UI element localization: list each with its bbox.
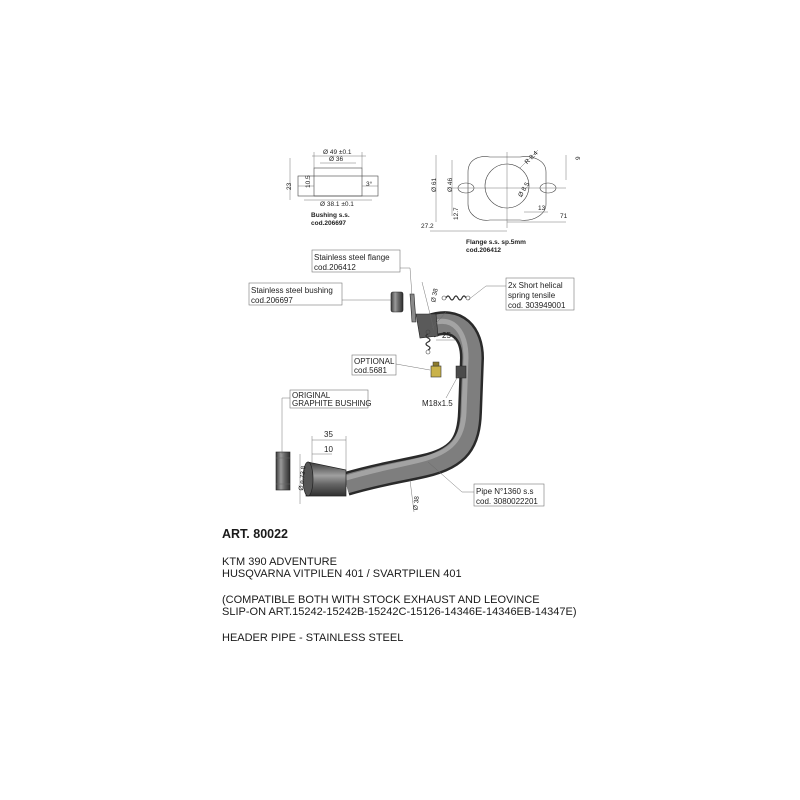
pipe-dim-10: 10: [324, 445, 333, 454]
pipe-dim-738: Ø e.73.8: [298, 465, 308, 491]
callout-graphite-line1: ORIGINAL: [292, 391, 331, 400]
model-line: HUSQVARNA VITPILEN 401 / SVARTPILEN 401: [222, 568, 462, 580]
model-line: KTM 390 ADVENTURE: [222, 555, 337, 568]
callout-bushing-title: Stainless steel bushing: [251, 286, 333, 295]
bushing-detail-code: cod.206697: [311, 220, 346, 227]
description: HEADER PIPE - STAINLESS STEEL: [222, 631, 404, 644]
callout-springs-line2: spring tensile: [508, 291, 556, 300]
flange-dim-46: Ø 46: [447, 178, 454, 192]
pipe-dim-38-top: Ø 38: [430, 288, 439, 303]
bushing-dim-angle: 3°: [366, 180, 373, 188]
bushing-dim-inner-height: 10.5: [305, 175, 312, 188]
spring-icon: [425, 329, 431, 355]
callout-springs-code: cod. 303949001: [508, 301, 566, 310]
product-info: ART. 80022 KTM 390 ADVENTURE HUSQVARNA V…: [222, 528, 782, 644]
pipe-dimensions: Ø 38 25 35 10 Ø e.73.8 Ø 38: [298, 281, 456, 513]
pipe-dim-25: 25: [442, 331, 451, 340]
flange-detail: Ø 61 Ø 46 12.7 27.2 13 71 9 R 8.4 Ø 8.5 …: [421, 150, 582, 254]
bushing-dim-inner: Ø 36: [329, 156, 343, 163]
callout-flange: Stainless steel flange cod.206412: [311, 249, 413, 297]
callout-springs-line1: 2x Short helical: [508, 281, 563, 290]
flange-dim-71: 71: [560, 213, 568, 220]
callout-graphite: ORIGINAL GRAPHITE BUSHING: [281, 389, 372, 454]
callout-pipe: Pipe N°1360 s.s cod. 3080022201: [427, 461, 545, 507]
flange-dim-hole: Ø 8.5: [517, 181, 531, 199]
flange-detail-label: Flange s.s. sp.5mm: [466, 239, 526, 246]
callout-bushing-code: cod.206697: [251, 296, 293, 305]
bushing-dim-height: 23: [286, 182, 293, 190]
compat-line: SLIP-ON ART.15242-15242B-15242C-15126-14…: [222, 606, 577, 618]
bushing-detail-label: Bushing s.s.: [311, 212, 350, 219]
flange-dim-9: 9: [575, 156, 582, 160]
exploded-parts: [275, 291, 471, 491]
header-pipe: [302, 311, 485, 497]
optional-sensor-plug: [430, 361, 442, 378]
callout-thread-label: M18x1.5: [422, 399, 453, 408]
article-number: ART. 80022: [222, 527, 289, 541]
callout-graphite-line2: GRAPHITE BUSHING: [292, 399, 372, 408]
flange-dim-r: R 8.4: [524, 150, 540, 166]
flange-detail-code: cod.206412: [466, 247, 501, 254]
flange-dim-13: 13: [538, 205, 546, 212]
callout-flange-code: cod.206412: [314, 263, 356, 272]
callout-thread: M18x1.5: [422, 375, 459, 408]
flange-dim-127: 12.7: [453, 207, 460, 220]
spring-icon: [441, 295, 471, 301]
callout-flange-title: Stainless steel flange: [314, 253, 390, 262]
callout-optional-code: cod.5681: [354, 366, 387, 375]
callout-pipe-code: cod. 3080022201: [476, 497, 538, 506]
callout-pipe-title: Pipe N°1360 s.s: [476, 487, 533, 496]
callout-springs: 2x Short helical spring tensile cod. 303…: [467, 277, 575, 311]
compat-line: (COMPATIBLE BOTH WITH STOCK EXHAUST AND …: [222, 593, 540, 606]
pipe-dim-35: 35: [324, 430, 333, 439]
bushing-dim-outer: Ø 49 ±0.1: [323, 149, 352, 156]
flange-dim-61: Ø 61: [431, 178, 438, 192]
bushing-detail: Ø 49 ±0.1 Ø 36 Ø 38.1 ±0.1 23 10.5 3° Bu…: [286, 149, 379, 227]
callout-optional-title: OPTIONAL: [354, 357, 395, 366]
pipe-dim-38-bottom: Ø 38: [412, 495, 420, 510]
callout-bushing: Stainless steel bushing cod.206697: [248, 282, 392, 306]
flange-dim-272: 27.2: [421, 223, 434, 230]
bushing-dim-bottom: Ø 38.1 ±0.1: [320, 201, 354, 208]
callout-optional: OPTIONAL cod.5681: [351, 354, 431, 376]
